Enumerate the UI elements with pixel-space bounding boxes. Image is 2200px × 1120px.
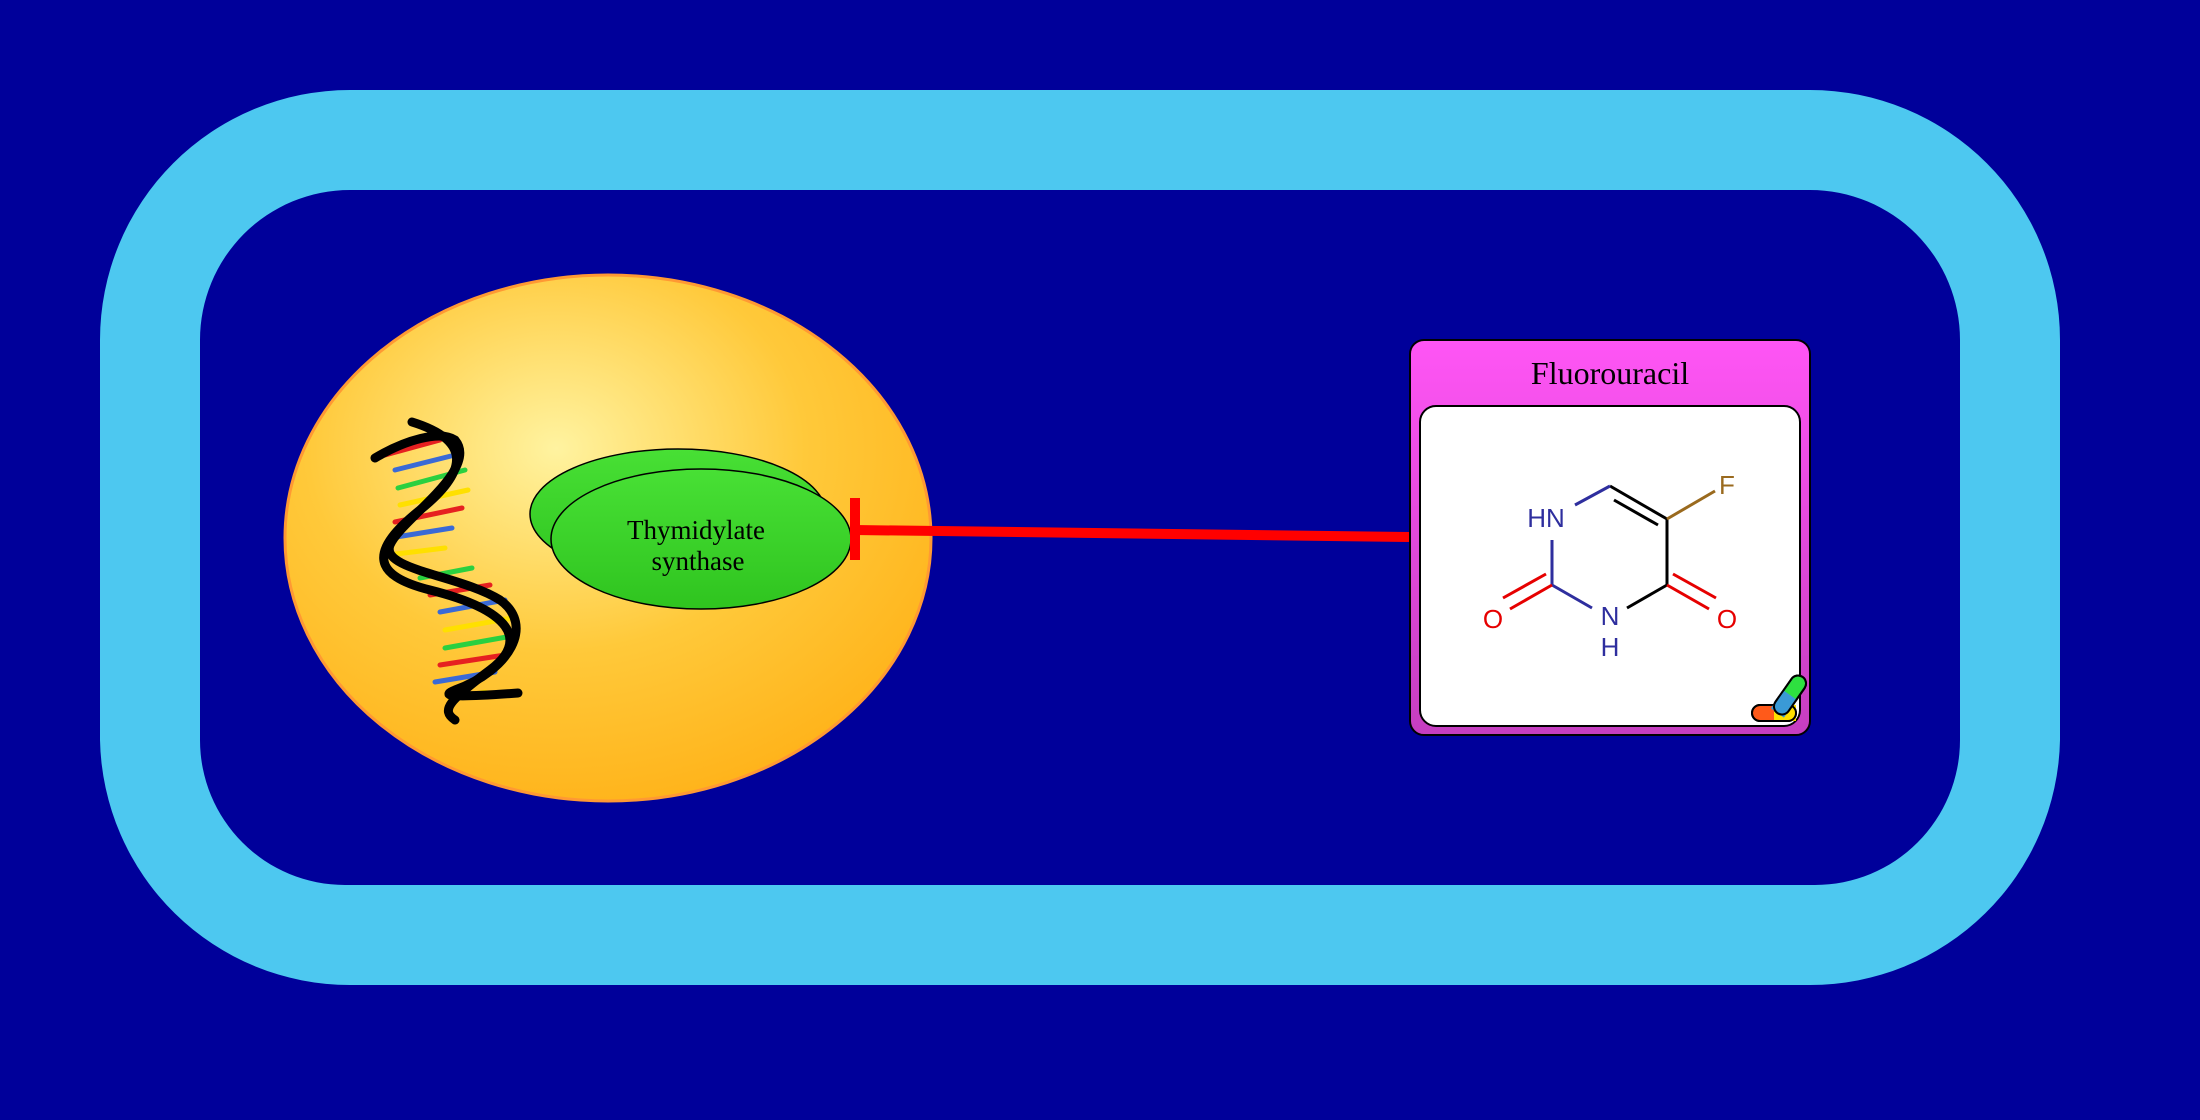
enzyme-label-line2: synthase [652, 546, 745, 576]
atom-h: H [1601, 632, 1620, 662]
atom-f: F [1719, 470, 1735, 500]
atom-o-right: O [1717, 604, 1737, 634]
cell-membrane [100, 90, 2060, 985]
structure-panel [1419, 405, 1801, 727]
dna-helix-icon [370, 417, 523, 725]
inhibition-edge [850, 498, 1411, 560]
atom-o-left: O [1483, 604, 1503, 634]
enzyme-thymidylate-synthase[interactable]: Thymidylate synthase [529, 448, 852, 610]
atom-hn: HN [1527, 503, 1565, 533]
atom-n: N [1601, 601, 1620, 631]
drug-node-fluorouracil[interactable]: Fluorouracil HN N H [1409, 339, 1811, 736]
enzyme-label-line1: Thymidylate [627, 515, 765, 545]
chemical-structure [1502, 484, 1717, 611]
drug-title: Fluorouracil [1531, 355, 1689, 391]
pill-capsule-icon [1751, 674, 1808, 722]
